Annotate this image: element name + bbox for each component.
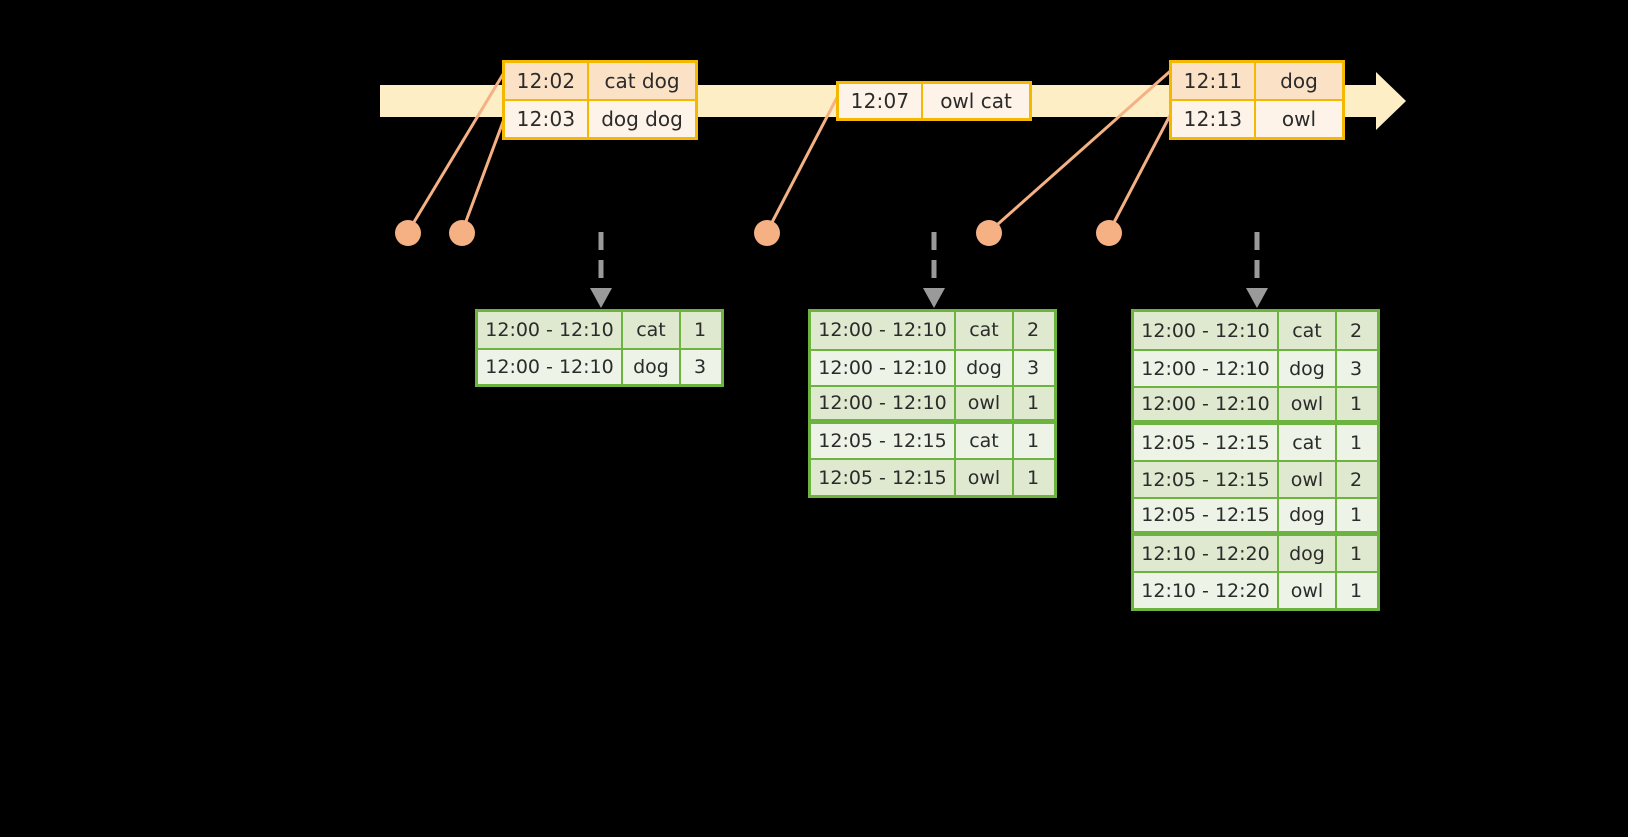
- count-cell: 1: [1349, 504, 1363, 526]
- table-row: 12:05 - 12:15 owl 1: [811, 458, 1054, 495]
- drop-arrow-2: [923, 232, 945, 308]
- table-row: 12:05 - 12:15 cat 1: [811, 421, 1054, 459]
- count-cell: 1: [1026, 430, 1040, 453]
- table-row: 12:00 - 12:10 owl 1: [811, 385, 1054, 422]
- window-cell: 12:05 - 12:15: [811, 460, 956, 495]
- event-time: 12:02: [505, 63, 589, 99]
- window-cell: 12:00 - 12:10: [1134, 312, 1279, 349]
- event-time: 12:13: [1172, 101, 1256, 137]
- table-row: 12:05 - 12:15 dog 1: [1134, 497, 1377, 534]
- window-cell: 12:05 - 12:15: [1134, 425, 1279, 460]
- table-row: 12:05 - 12:15 owl 2: [1134, 460, 1377, 497]
- stream-marker-2: [449, 220, 475, 246]
- key-cell: dog: [1279, 499, 1337, 531]
- count-cell: 1: [1349, 579, 1363, 602]
- key-cell: dog: [1279, 536, 1337, 571]
- table-row: 12:00 - 12:10 cat 2: [1134, 312, 1377, 349]
- count-cell: 3: [693, 355, 707, 378]
- key-cell: dog: [956, 350, 1014, 386]
- stream-marker-1: [395, 220, 421, 246]
- event-value: dog: [1280, 69, 1318, 93]
- event-row: 12:11 dog: [1172, 63, 1342, 99]
- event-value: owl cat: [940, 89, 1012, 113]
- key-cell: cat: [956, 423, 1014, 459]
- window-cell: 12:00 - 12:10: [478, 312, 623, 348]
- key-cell: dog: [1279, 351, 1337, 386]
- event-row: 12:02 cat dog: [505, 63, 695, 99]
- count-cell: 1: [1026, 391, 1040, 414]
- window-cell: 12:10 - 12:20: [1134, 536, 1279, 571]
- count-cell: 1: [1349, 542, 1363, 565]
- count-cell: 1: [1026, 466, 1040, 489]
- table-row: 12:00 - 12:10 cat 2: [811, 312, 1054, 349]
- event-value: owl: [1281, 107, 1317, 131]
- window-cell: 12:00 - 12:10: [811, 312, 956, 349]
- key-cell: cat: [623, 312, 681, 348]
- count-cell: 1: [693, 318, 707, 341]
- event-group-1: 12:02 cat dog 12:03 dog dog: [502, 60, 698, 140]
- window-cell: 12:00 - 12:10: [811, 387, 956, 419]
- key-cell: owl: [956, 460, 1014, 495]
- count-cell: 1: [1349, 393, 1363, 415]
- table-row: 12:00 - 12:10 owl 1: [1134, 386, 1377, 423]
- event-time: 12:07: [839, 84, 923, 118]
- window-cell: 12:05 - 12:15: [1134, 462, 1279, 497]
- count-cell: 3: [1026, 356, 1040, 379]
- result-table-1: 12:00 - 12:10 cat 1 12:00 - 12:10 dog 3: [475, 309, 724, 387]
- key-cell: cat: [956, 312, 1014, 349]
- count-cell: 2: [1349, 319, 1363, 342]
- table-row: 12:00 - 12:10 dog 3: [811, 348, 1054, 386]
- window-cell: 12:00 - 12:10: [478, 349, 623, 384]
- window-cell: 12:00 - 12:10: [811, 350, 956, 386]
- key-cell: cat: [1279, 312, 1337, 349]
- key-cell: dog: [623, 349, 681, 384]
- count-cell: 1: [1349, 431, 1363, 454]
- result-table-3: 12:00 - 12:10 cat 2 12:00 - 12:10 dog 3 …: [1131, 309, 1380, 611]
- event-time: 12:03: [505, 101, 589, 137]
- count-cell: 2: [1349, 468, 1363, 491]
- key-cell: owl: [1279, 462, 1337, 497]
- event-value: dog dog: [601, 107, 683, 131]
- table-row: 12:10 - 12:20 owl 1: [1134, 571, 1377, 608]
- drop-arrow-3: [1246, 232, 1268, 308]
- table-row: 12:00 - 12:10 cat 1: [478, 312, 721, 348]
- table-row: 12:00 - 12:10 dog 3: [1134, 349, 1377, 386]
- count-cell: 3: [1349, 357, 1363, 380]
- window-cell: 12:00 - 12:10: [1134, 388, 1279, 420]
- event-row: 12:13 owl: [1172, 99, 1342, 137]
- window-cell: 12:00 - 12:10: [1134, 351, 1279, 386]
- count-cell: 2: [1026, 319, 1040, 342]
- stream-marker-4: [976, 220, 1002, 246]
- table-row: 12:10 - 12:20 dog 1: [1134, 534, 1377, 571]
- window-cell: 12:05 - 12:15: [1134, 499, 1279, 531]
- event-row: 12:07 owl cat: [839, 84, 1029, 118]
- table-row: 12:05 - 12:15 cat 1: [1134, 423, 1377, 460]
- event-group-2: 12:07 owl cat: [836, 81, 1032, 121]
- stream-marker-3: [754, 220, 780, 246]
- key-cell: cat: [1279, 425, 1337, 460]
- key-cell: owl: [1279, 573, 1337, 608]
- event-value: cat dog: [604, 69, 680, 93]
- key-cell: owl: [956, 387, 1014, 419]
- key-cell: owl: [1279, 388, 1337, 420]
- result-table-2: 12:00 - 12:10 cat 2 12:00 - 12:10 dog 3 …: [808, 309, 1057, 498]
- connector-line-5: [1107, 103, 1178, 233]
- stream-marker-5: [1096, 220, 1122, 246]
- window-cell: 12:10 - 12:20: [1134, 573, 1279, 608]
- drop-arrow-1: [590, 232, 612, 308]
- event-row: 12:03 dog dog: [505, 99, 695, 137]
- table-row: 12:00 - 12:10 dog 3: [478, 347, 721, 384]
- window-cell: 12:05 - 12:15: [811, 423, 956, 459]
- event-time: 12:11: [1172, 63, 1256, 99]
- event-group-3: 12:11 dog 12:13 owl: [1169, 60, 1345, 140]
